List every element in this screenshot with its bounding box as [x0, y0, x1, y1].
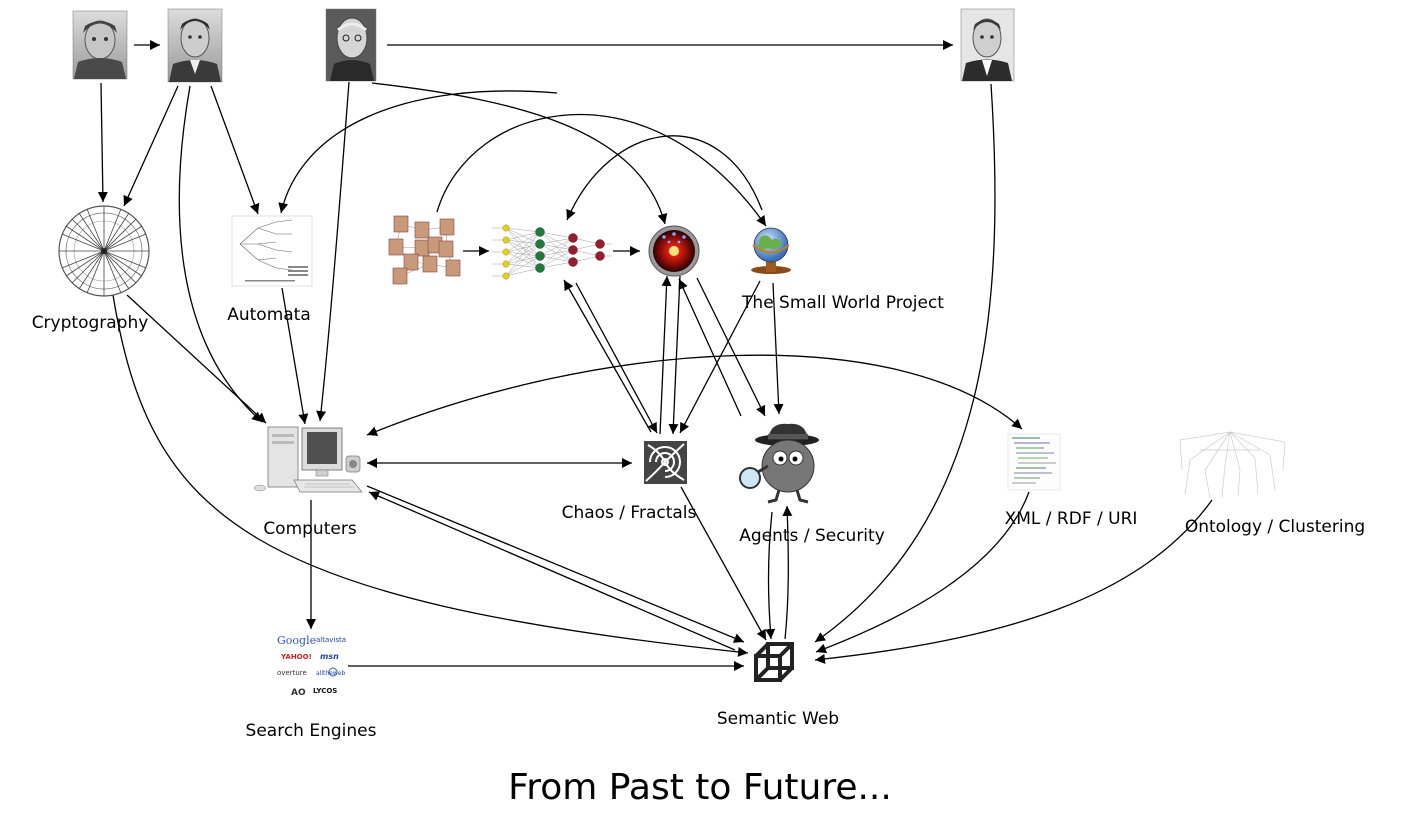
google-logo: Google [277, 634, 316, 647]
edge-computers-xml [366, 354, 1023, 436]
label-small-world: The Small World Project [741, 293, 944, 313]
label-cryptography: Cryptography [32, 313, 149, 333]
portrait-4-icon [960, 8, 1015, 82]
edge-cryptography-computers [126, 294, 267, 424]
label-ontology: Ontology / Clustering [1185, 517, 1365, 537]
label-automata: Automata [227, 305, 311, 325]
msn-logo: msn [320, 652, 339, 661]
edge-portrait2-computers [178, 85, 263, 423]
globe-icon [751, 227, 791, 274]
yahoo-logo: YAHOO! [280, 653, 312, 661]
edge-hal-automata [278, 90, 558, 214]
page-title: From Past to Future... [508, 767, 892, 808]
xml-document-icon [1007, 433, 1061, 491]
edge-xml-semanticweb [815, 491, 1030, 654]
edge-automata-computers [281, 287, 309, 425]
edge-chaos-semanticweb [680, 486, 767, 641]
edge-portrait1-cryptography [97, 82, 108, 203]
edge-semanticweb-agents [782, 505, 793, 640]
altavista-logo: altavista [316, 636, 346, 644]
edge-computers-semanticweb [366, 485, 745, 643]
edge-semanticweb-computers [368, 491, 736, 651]
edge-portrait2-automata [210, 85, 260, 215]
hal-eye-icon [648, 225, 700, 277]
edge-portrait4-semanticweb [814, 83, 996, 643]
edge-portrait3-hal [371, 82, 668, 225]
edge-hal-agents [696, 277, 766, 417]
edge-smallworld-neuralnet [566, 135, 763, 221]
alltheweb-logo: alltheweb [316, 670, 345, 677]
cryptography-wheel-icon [58, 205, 150, 297]
overture-logo: overture [277, 669, 307, 677]
ontology-cluster-icon [1179, 431, 1286, 499]
edge-chaos-neuralnet [563, 279, 652, 433]
edge-smallworld-agents [772, 282, 784, 415]
edge-cryptography-semanticweb [112, 294, 749, 657]
edge-faces-smallworld [436, 113, 767, 227]
edge-neuralnet-chaos [575, 282, 658, 434]
search-engine-logos: Google altavista YAHOO! msn overture all… [277, 634, 346, 698]
edges [97, 40, 1213, 671]
edge-portrait2-cryptography [123, 85, 179, 207]
label-chaos: Chaos / Fractals [562, 503, 697, 523]
label-agents: Agents / Security [739, 526, 885, 546]
portrait-3-icon [325, 8, 377, 82]
semantic-web-cube-icon [754, 642, 794, 682]
label-xml: XML / RDF / URI [1005, 509, 1138, 529]
edge-smallworld-chaos [679, 280, 761, 434]
edge-hal-chaos [668, 275, 681, 435]
edge-ontology-semanticweb [814, 499, 1213, 664]
aol-logo: AO [291, 688, 306, 698]
edge-portrait3-computers [316, 81, 350, 422]
label-search-engines: Search Engines [246, 721, 377, 741]
automata-tree-icon [231, 215, 313, 287]
edge-agents-hal [678, 278, 742, 417]
fractal-icon [644, 441, 687, 484]
portrait-1-icon [72, 10, 128, 80]
portrait-2-icon [167, 8, 223, 83]
edge-agents-semanticweb [765, 511, 776, 640]
spy-agent-icon [739, 423, 819, 504]
computer-icon [253, 426, 363, 493]
faces-network-icon [388, 215, 461, 285]
label-semantic-web: Semantic Web [717, 709, 839, 729]
neural-network-icon [492, 224, 612, 280]
lycos-logo: LYCOS [313, 687, 337, 695]
label-computers: Computers [263, 519, 357, 539]
edge-chaos-hal [659, 275, 672, 435]
